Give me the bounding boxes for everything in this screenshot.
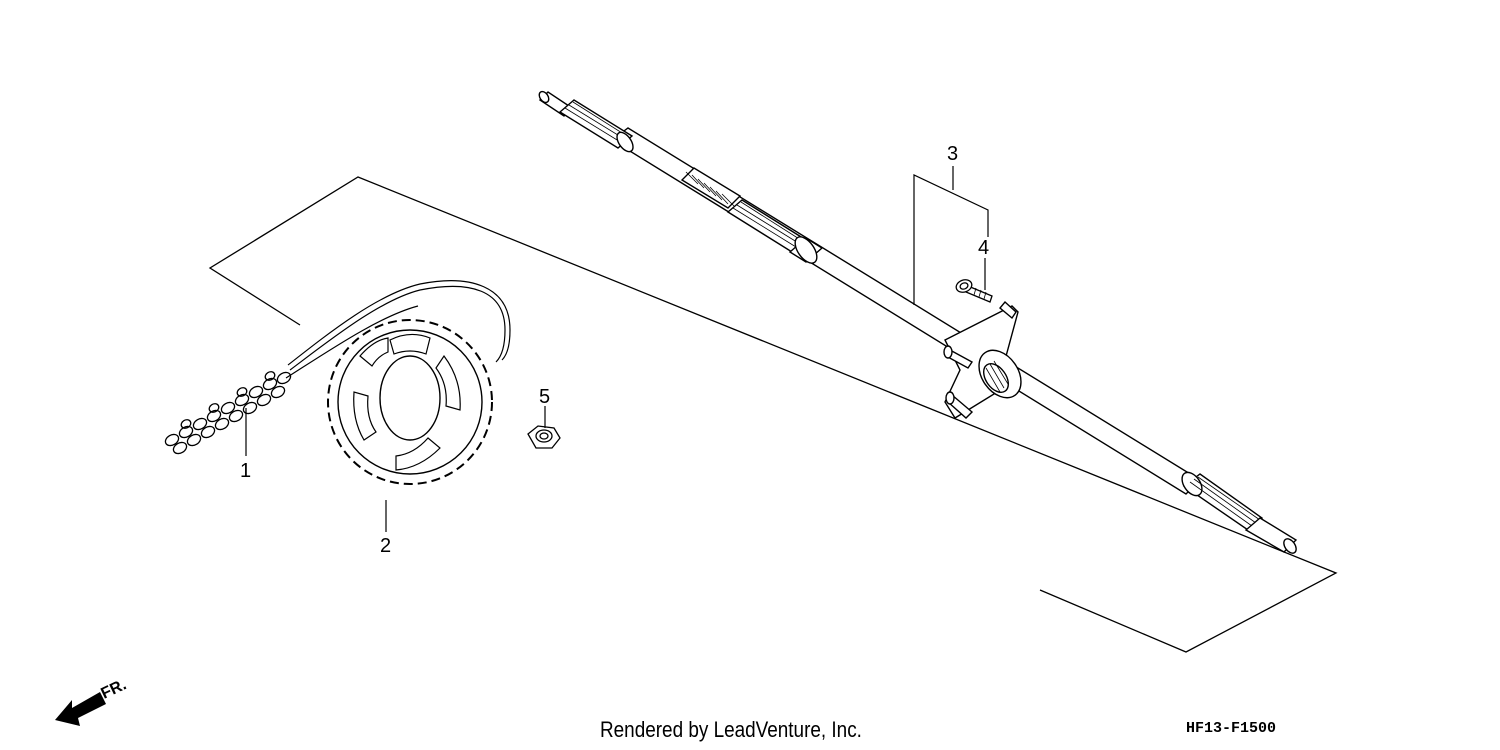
driven-sprocket bbox=[327, 319, 493, 485]
drive-chain bbox=[164, 280, 511, 455]
rear-axle bbox=[538, 90, 1298, 554]
diagram-code: HF13-F1500 bbox=[1186, 720, 1277, 737]
front-direction-arrow-icon bbox=[55, 692, 106, 726]
front-direction-label: FR. bbox=[99, 676, 130, 702]
chain-links bbox=[164, 371, 292, 455]
callout-axle-assembly: 3 bbox=[947, 143, 958, 165]
flange-bolt bbox=[955, 279, 993, 303]
assembly-frame bbox=[208, 176, 1338, 653]
callout-chain: 1 bbox=[240, 460, 251, 482]
leader-lines bbox=[245, 166, 989, 532]
callout-sprocket: 2 bbox=[380, 535, 391, 557]
sprocket-cutouts bbox=[353, 333, 461, 471]
callout-nut: 5 bbox=[539, 386, 550, 408]
wheel-stud bbox=[943, 300, 1017, 419]
callout-bolt: 4 bbox=[978, 237, 989, 259]
flange-nut bbox=[527, 425, 561, 449]
render-credit: Rendered by LeadVenture, Inc. bbox=[600, 717, 862, 742]
